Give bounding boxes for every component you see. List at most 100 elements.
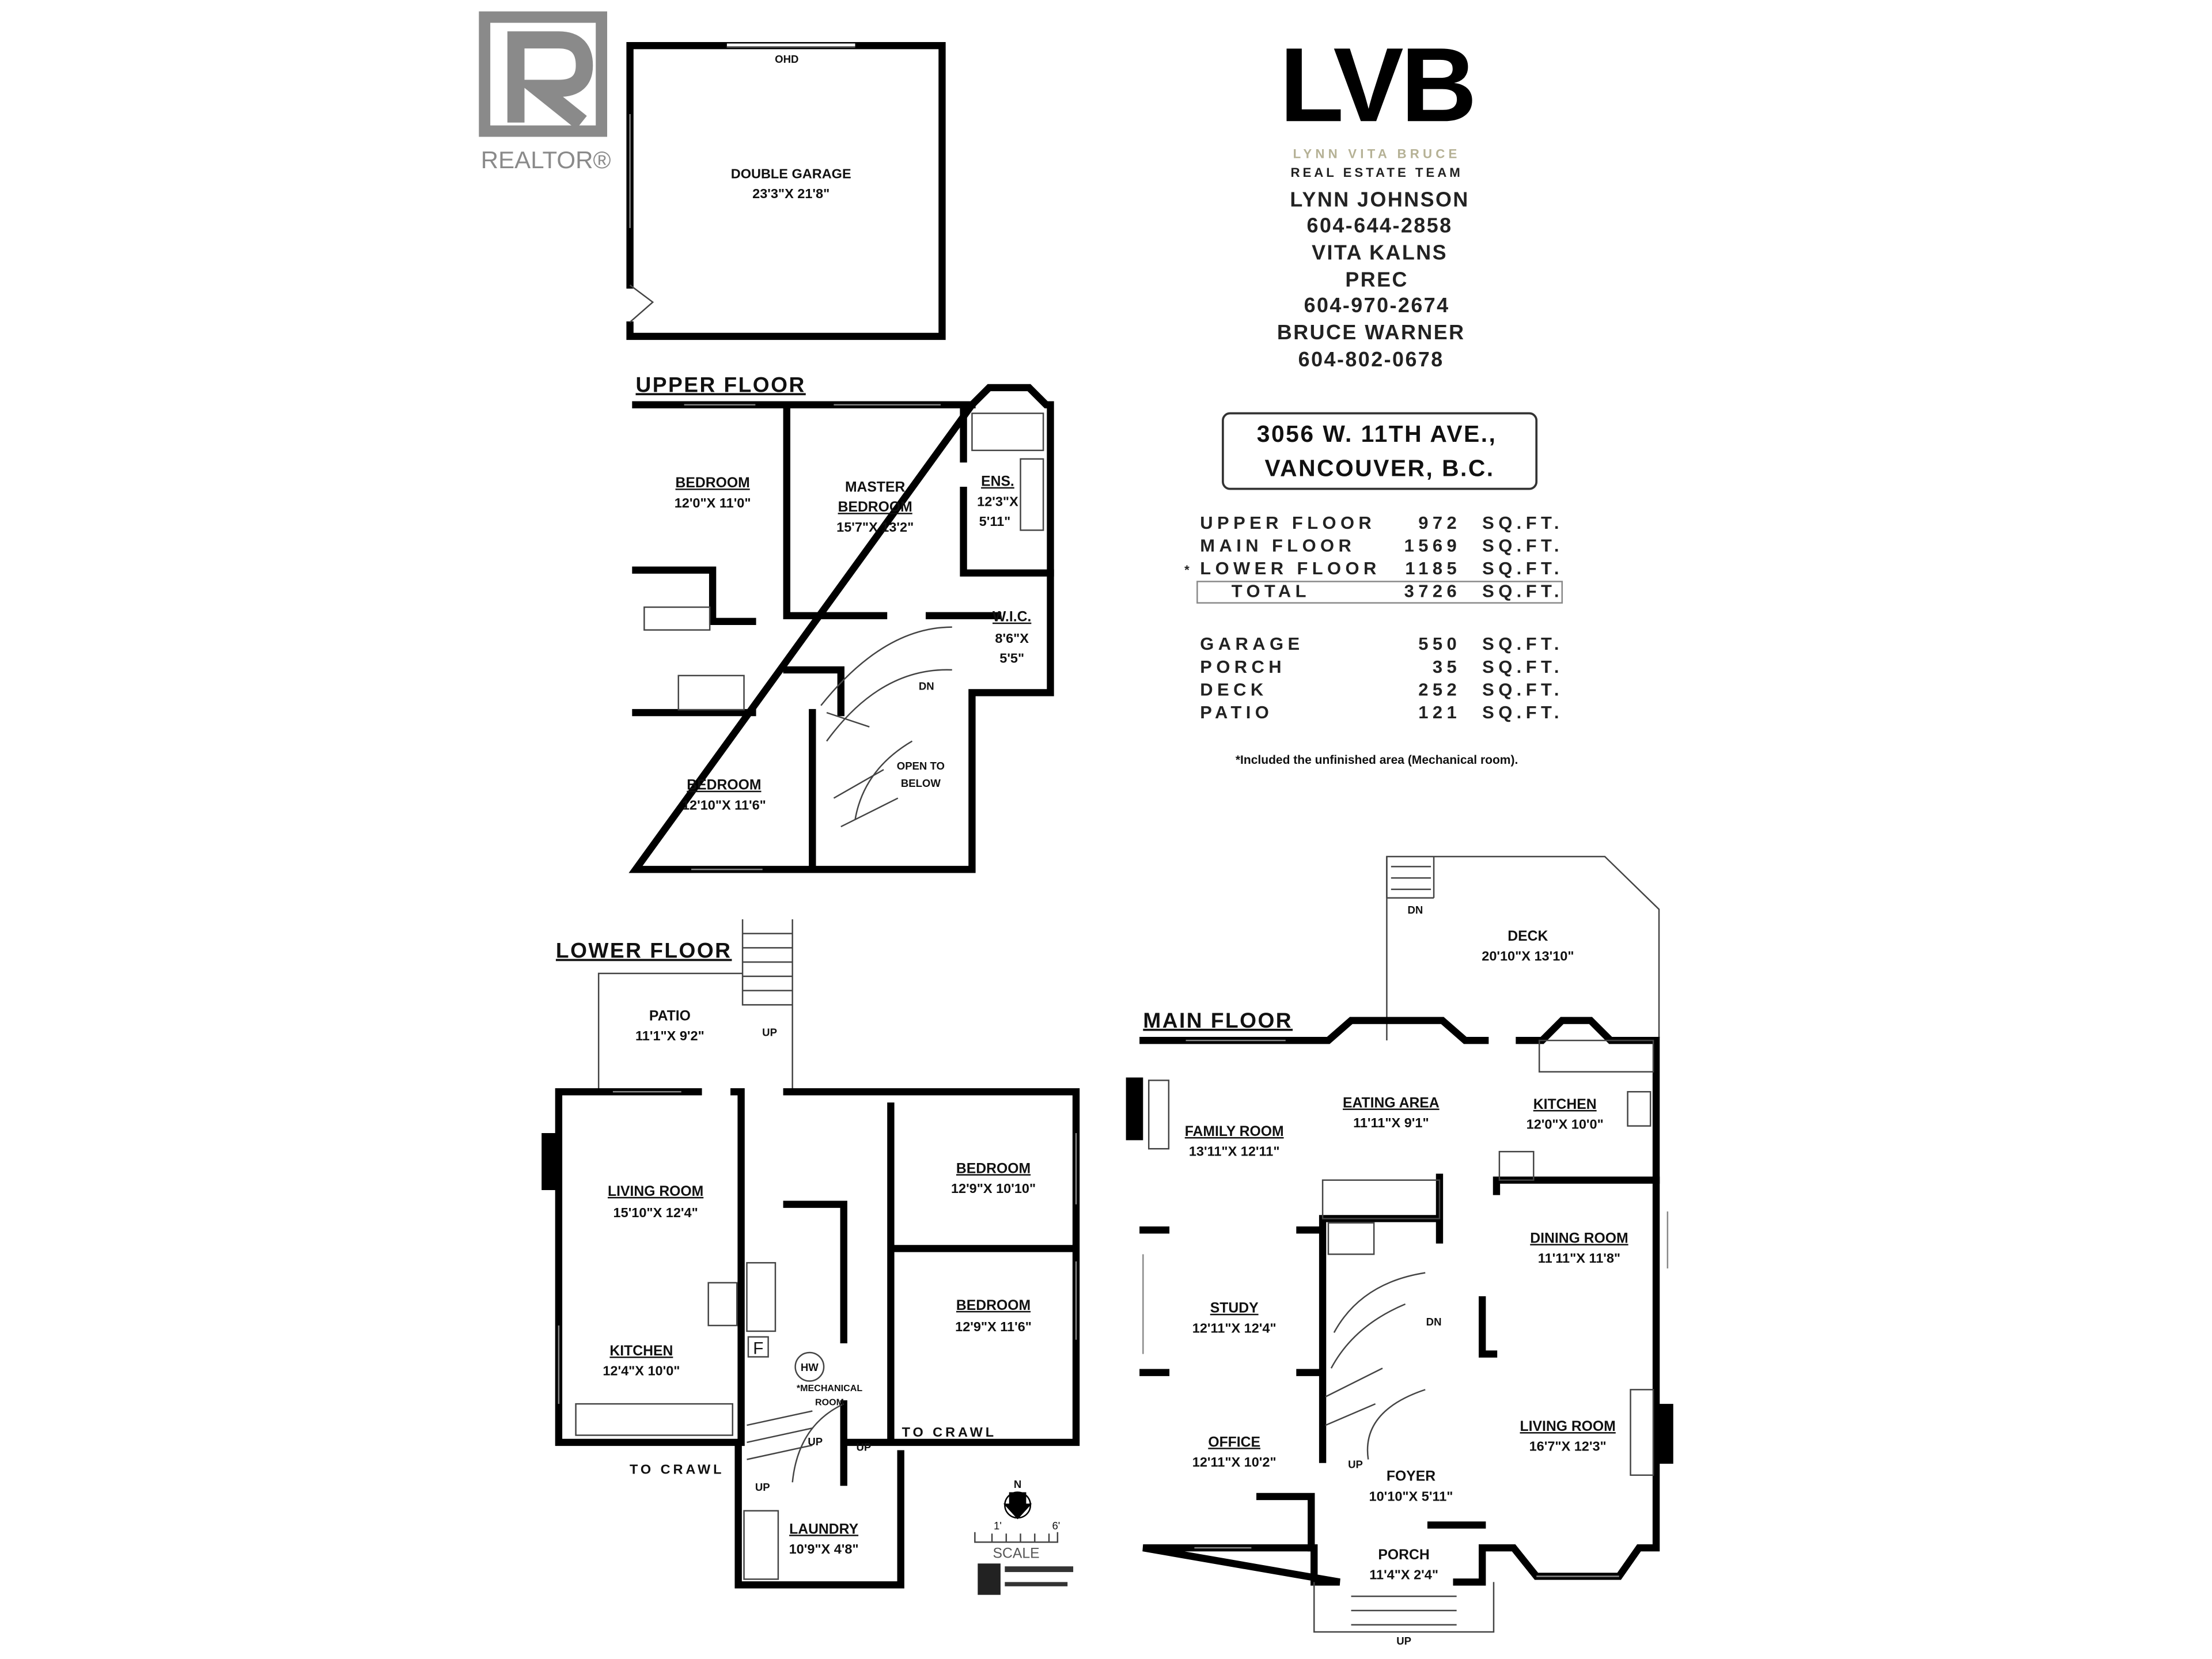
agent-name: LYNN JOHNSON — [1290, 188, 1469, 211]
room-dimensions: 20'10"X 13'10" — [1482, 949, 1574, 964]
upper-floor-plan: UPPER FLOOR BEDROOM 12'0"X 11'0" MASTER … — [628, 372, 1054, 873]
room-name: BEDROOM — [676, 475, 750, 491]
room-dimensions: 11'11"X 11'8" — [1538, 1251, 1620, 1266]
plan-label: 1' — [994, 1520, 1002, 1532]
area-summary: UPPER FLOOR 972 SQ.FT. MAIN FLOOR 1569 S… — [1184, 513, 1563, 767]
room-name: FAMILY ROOM — [1185, 1124, 1284, 1139]
plan-label: SQ.FT. — [1482, 536, 1563, 556]
plan-label: SQ.FT. — [1482, 513, 1563, 533]
room-dimensions: 11'11"X 9'1" — [1353, 1115, 1429, 1130]
north-arrow-and-scale: N 1' 6' SCALE — [974, 1478, 1074, 1595]
room-name: STUDY — [1210, 1301, 1259, 1316]
plan-label: 550 — [1418, 634, 1461, 654]
plan-label: 252 — [1418, 679, 1461, 699]
plan-label: DN — [1408, 904, 1423, 916]
room-dimensions: 11'1"X 9'2" — [635, 1028, 704, 1043]
plan-label: N — [1014, 1478, 1021, 1490]
plan-label: 1569 — [1404, 536, 1461, 556]
floor-title: UPPER FLOOR — [636, 372, 806, 396]
plan-label: UP — [856, 1441, 871, 1453]
room-dimensions: 12'9"X 10'10" — [951, 1181, 1036, 1196]
plan-label: *MECHANICAL — [797, 1383, 863, 1393]
plan-label: TO CRAWL — [902, 1425, 997, 1440]
room-name: LIVING ROOM — [1520, 1419, 1616, 1434]
agent-name: VITA KALNS — [1312, 241, 1448, 264]
room-dimensions: 12'9"X 11'6" — [955, 1319, 1032, 1334]
plan-label: ROOM — [815, 1397, 844, 1408]
room-dimensions: 12'11"X 10'2" — [1192, 1455, 1277, 1469]
room-dimensions: 12'10"X 11'6" — [682, 797, 766, 812]
plan-label: 1185 — [1405, 558, 1461, 578]
room-name: KITCHEN — [609, 1343, 673, 1359]
plan-label: UP — [808, 1435, 823, 1448]
garage-door-label: OHD — [775, 53, 798, 65]
plan-label: MAIN FLOOR — [1200, 536, 1355, 556]
plan-label: 3726 — [1404, 581, 1461, 601]
room-dimensions: 12'4"X 10'0" — [603, 1363, 680, 1378]
room-dimensions: 10'9"X 4'8" — [789, 1541, 859, 1556]
plan-label: SQ.FT. — [1482, 558, 1563, 578]
plan-label: HW — [801, 1361, 819, 1373]
plan-label: UP — [1348, 1458, 1363, 1470]
garage-name: DOUBLE GARAGE — [731, 166, 851, 181]
room-dimensions: 12'3"X — [977, 494, 1018, 509]
address-box: 3056 W. 11TH AVE., VANCOUVER, B.C. — [1222, 412, 1538, 490]
room-name: DECK — [1508, 929, 1548, 944]
room-dimensions: 16'7"X 12'3" — [1529, 1439, 1607, 1454]
garage-dims: 23'3"X 21'8" — [752, 186, 830, 201]
room-name: FOYER — [1387, 1469, 1435, 1484]
agent-title: PREC — [1345, 268, 1408, 291]
realtor-logo: REALTOR® — [479, 11, 611, 173]
plan-label: UP — [1396, 1635, 1411, 1647]
room-dimensions: 5'5" — [999, 651, 1024, 666]
plan-label: 972 — [1418, 513, 1461, 533]
plan-label: UP — [762, 1027, 777, 1039]
plan-label: SQ.FT. — [1482, 679, 1563, 699]
agency-logo: LVB LYNN VITA BRUCE REAL ESTATE TEAM — [1279, 25, 1477, 179]
floor-title: MAIN FLOOR — [1143, 1008, 1293, 1032]
agent-contacts: LYNN JOHNSON 604-644-2858 VITA KALNS PRE… — [1277, 188, 1469, 371]
plan-label: LOWER FLOOR — [1200, 558, 1380, 578]
plan-label: 121 — [1418, 702, 1461, 722]
plan-label: SQ.FT. — [1482, 634, 1563, 654]
plan-label: LVB — [1279, 25, 1474, 143]
room-dimensions: 11'4"X 2'4" — [1369, 1567, 1438, 1582]
plan-label: GARAGE — [1200, 634, 1304, 654]
garage-plan: OHD DOUBLE GARAGE 23'3"X 21'8" — [626, 41, 946, 340]
agent-phone: 604-970-2674 — [1304, 294, 1450, 317]
plan-label: 3056 W. 11TH AVE., — [1257, 421, 1497, 447]
room-dimensions: 15'10"X 12'4" — [613, 1205, 698, 1220]
plan-label: * — [1184, 563, 1190, 577]
room-name: DINING ROOM — [1530, 1231, 1628, 1247]
room-dimensions: 12'0"X 10'0" — [1527, 1117, 1604, 1132]
plan-label: TOTAL — [1232, 581, 1310, 601]
lower-floor-plan: LOWER FLOOR PATIO 11'1"X 9'2" UP LIVING … — [541, 919, 1080, 1589]
room-name: OFFICE — [1208, 1434, 1260, 1450]
room-dimensions: 12'0"X 11'0" — [675, 495, 751, 510]
room-dimensions: 15'7"X 13'2" — [836, 520, 914, 535]
plan-label: PATIO — [1200, 702, 1273, 722]
plan-label: DN — [919, 680, 934, 692]
plan-label: OPEN TO — [897, 760, 945, 772]
agent-phone: 604-802-0678 — [1298, 348, 1444, 371]
agent-phone: 604-644-2858 — [1307, 214, 1453, 237]
plan-label: 6' — [1052, 1520, 1060, 1532]
room-name: LAUNDRY — [789, 1521, 859, 1537]
plan-label: SCALE — [993, 1546, 1040, 1561]
plan-label: UPPER FLOOR — [1200, 513, 1376, 533]
main-floor-plan: MAIN FLOOR DN DECK 20'10"X 13'10" FAMILY… — [1126, 855, 1673, 1647]
plan-label: SQ.FT. — [1482, 702, 1563, 722]
plan-label: PORCH — [1200, 657, 1286, 677]
room-dimensions: 10'10"X 5'11" — [1369, 1488, 1453, 1503]
plan-label: 35 — [1433, 657, 1461, 677]
room-name: KITCHEN — [1533, 1097, 1597, 1112]
room-dimensions: 13'11"X 12'11" — [1189, 1144, 1280, 1159]
plan-label: DECK — [1200, 679, 1267, 699]
plan-label: BELOW — [901, 777, 941, 789]
room-name: ENS. — [981, 474, 1014, 490]
plan-label: SQ.FT. — [1482, 581, 1563, 601]
room-name: BEDROOM — [956, 1298, 1031, 1313]
room-dimensions: 12'11"X 12'4" — [1192, 1320, 1277, 1335]
room-name: LIVING ROOM — [608, 1184, 703, 1199]
